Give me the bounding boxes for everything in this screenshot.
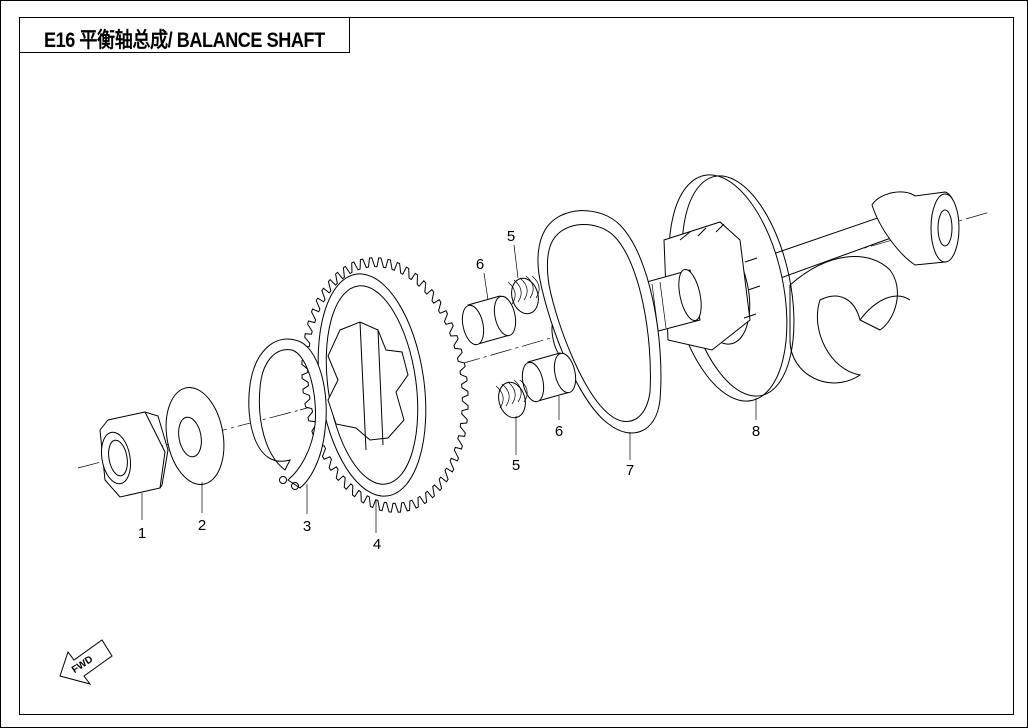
spring-upper-part (507, 275, 540, 315)
diagram-title: E16 平衡轴总成/ BALANCE SHAFT (44, 29, 325, 52)
callout-labels: 1 2 3 4 5 5 6 6 7 8 (138, 228, 760, 553)
spring-lower-part (495, 379, 528, 419)
oval-plate-part (537, 210, 662, 434)
callout-6-lower: 6 (555, 423, 563, 440)
bushing-upper-part (461, 295, 517, 346)
callout-2: 2 (198, 517, 206, 534)
fwd-arrow-icon: FWD (59, 639, 113, 685)
callout-8: 8 (752, 423, 760, 440)
callout-5-lower: 5 (512, 457, 520, 474)
leader-lines (141, 244, 757, 533)
balance-shaft-part (551, 174, 960, 402)
drawing-frame (19, 17, 1014, 715)
callout-4: 4 (373, 536, 381, 553)
washer-part (165, 387, 225, 485)
title-box: E16 平衡轴总成/ BALANCE SHAFT (19, 17, 350, 53)
callout-7: 7 (626, 462, 634, 479)
callout-5-upper: 5 (507, 228, 515, 245)
gear-part (301, 257, 469, 513)
bushing-lower-part (521, 352, 577, 403)
callout-6-upper: 6 (476, 256, 484, 273)
callout-1: 1 (138, 525, 146, 542)
callout-3: 3 (303, 518, 311, 535)
hex-nut-part (99, 411, 169, 498)
circlip-part (248, 338, 327, 490)
